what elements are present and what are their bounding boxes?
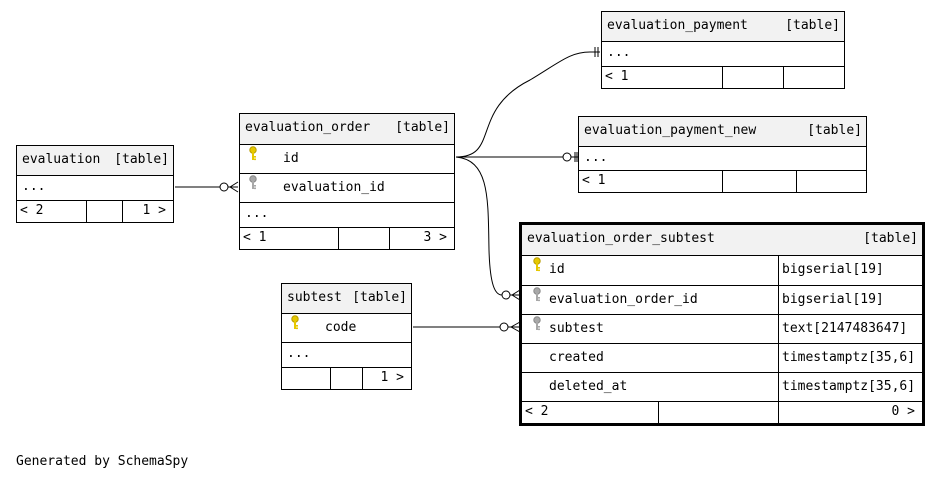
table-name: evaluation_payment_new [584,123,757,138]
parents-count[interactable]: < 1 [243,230,267,245]
column-row: evaluation_order_id bigserial[19] [522,285,922,314]
ellipsis: ... [22,179,46,194]
column-name: code [325,320,357,335]
table-name: evaluation_payment [607,18,748,33]
children-count[interactable]: 1 > [122,201,173,222]
generated-by-text: Generated by SchemaSpy [16,454,189,469]
table-evaluation-order-subtest[interactable]: evaluation_order_subtest [table] id bigs… [519,222,925,426]
table-evaluation-payment-new[interactable]: evaluation_payment_new [table] ... < 1 [578,116,867,193]
table-header: evaluation_order_subtest [table] [522,225,922,255]
footer-spacer [338,228,389,249]
columns-collapsed: ... [240,202,454,227]
parents-count[interactable]: < 1 [605,69,629,84]
column-row: created timestamptz[35,6] [522,343,922,372]
children-count[interactable] [796,171,866,192]
columns-collapsed: ... [282,342,411,367]
column-name: evaluation_id [283,180,385,195]
column-name: id [549,262,565,277]
column-type: text[2147483647] [782,321,908,336]
footer-spacer [722,171,796,192]
column-type: timestamptz[35,6] [782,350,916,365]
ellipsis: ... [287,346,311,361]
footer-spacer [658,402,778,423]
column-type: bigserial[19] [782,262,884,277]
table-footer: < 2 0 > [522,401,922,423]
parents-count[interactable]: < 2 [525,404,549,419]
column-name: deleted_at [549,379,628,394]
column-name: subtest [549,321,604,336]
table-kind: [table] [863,231,918,246]
columns-collapsed: ... [579,146,866,170]
foreign-key-icon [532,286,542,313]
table-kind: [table] [395,120,450,135]
table-subtest[interactable]: subtest [table] code ... 1 > [281,283,412,390]
column-name: created [549,350,604,365]
table-name: subtest [287,290,342,305]
column-row: subtest text[2147483647] [522,314,922,343]
foreign-key-icon [248,174,258,201]
parents-count[interactable]: < 2 [20,203,44,218]
rel-order-to-payment [455,51,591,158]
children-count[interactable]: 1 > [362,368,411,389]
table-footer: < 2 1 > [17,200,173,222]
column-name: evaluation_order_id [549,292,698,307]
table-name: evaluation_order [245,120,371,135]
children-count[interactable]: 0 > [778,402,922,423]
table-footer: < 1 [602,66,844,88]
footer-spacer [86,201,122,222]
footer-spacer [722,67,783,88]
table-header: evaluation_payment_new [table] [579,117,866,146]
column-row: deleted_at timestamptz[35,6] [522,372,922,401]
table-kind: [table] [352,290,407,305]
table-name: evaluation_order_subtest [527,231,715,246]
children-count[interactable] [783,67,844,88]
column-row: id [240,144,454,173]
table-kind: [table] [785,18,840,33]
table-kind: [table] [807,123,862,138]
primary-key-icon [532,256,542,284]
table-evaluation[interactable]: evaluation [table] ... < 2 1 > [16,145,174,223]
ellipsis: ... [607,45,631,60]
column-row: code [282,313,411,342]
footer-spacer [330,368,362,389]
column-type: bigserial[19] [782,292,884,307]
table-header: evaluation_payment [table] [602,12,844,41]
foreign-key-icon [532,315,542,342]
table-footer: < 1 3 > [240,227,454,249]
table-evaluation-order[interactable]: evaluation_order [table] id evaluation_i… [239,113,455,250]
ellipsis: ... [245,206,269,221]
primary-key-icon [290,314,300,341]
parents-count[interactable]: < 1 [582,173,606,188]
columns-collapsed: ... [602,41,844,66]
ellipsis: ... [584,150,608,165]
table-kind: [table] [114,152,169,167]
column-name: id [283,151,299,166]
table-footer: 1 > [282,367,411,389]
column-type: timestamptz[35,6] [782,379,916,394]
rel-order-to-order-subtest [455,156,503,296]
primary-key-icon [248,145,258,172]
table-footer: < 1 [579,170,866,192]
column-row: evaluation_id [240,173,454,202]
parents-count[interactable] [282,368,330,389]
table-evaluation-payment[interactable]: evaluation_payment [table] ... < 1 [601,11,845,89]
columns-collapsed: ... [17,175,173,200]
table-header: evaluation [table] [17,146,173,175]
column-row: id bigserial[19] [522,255,922,285]
table-name: evaluation [22,152,101,167]
table-header: subtest [table] [282,284,411,313]
children-count[interactable]: 3 > [389,228,454,249]
table-header: evaluation_order [table] [240,114,454,144]
